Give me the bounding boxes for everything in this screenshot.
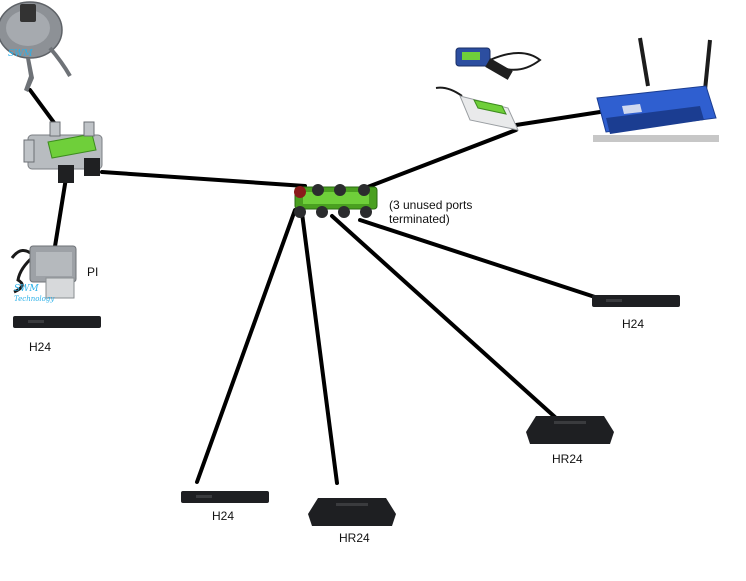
pi-swm-label: SWM — [14, 284, 39, 294]
receiver-bottom-left-label: H24 — [212, 509, 235, 523]
cable-splitter-to-multiswitch — [100, 170, 307, 188]
satellite-dish-icon — [0, 1, 72, 92]
ethernet-bridge-icon — [435, 86, 519, 131]
receiver-bottom-center-label: HR24 — [339, 531, 370, 545]
cables — [28, 88, 602, 485]
cable-deca-to-router — [514, 110, 602, 127]
pi-technology-label: Technology — [14, 295, 55, 303]
cable-multiswitch-to-hr24-center — [300, 211, 339, 485]
cable-multiswitch-to-deca — [363, 128, 518, 190]
cable-multiswitch-to-right-h24 — [358, 218, 600, 300]
receiver-icon — [526, 416, 614, 444]
receiver-icon — [308, 498, 396, 526]
receiver-left-label: H24 — [29, 340, 52, 354]
cable-multiswitch-to-h24-bottom — [195, 208, 297, 484]
deca-adapter-icon — [455, 47, 542, 80]
receiver-right-label: H24 — [622, 317, 645, 331]
dish-swm-label: SWM — [8, 49, 33, 59]
multiswitch-note: (3 unused ports terminated) — [389, 198, 473, 226]
power-inserter-icon — [10, 245, 77, 299]
receiver-icon — [592, 295, 680, 307]
receiver-icon — [13, 316, 101, 328]
receiver-icon — [181, 491, 269, 503]
cable-multiswitch-to-hr24-right — [330, 214, 558, 420]
multiswitch-icon — [294, 184, 378, 218]
pi-label: PI — [87, 265, 99, 279]
splitter-icon — [23, 121, 103, 183]
router-icon — [593, 37, 719, 142]
receiver-bottom-right-label: HR24 — [552, 452, 583, 466]
